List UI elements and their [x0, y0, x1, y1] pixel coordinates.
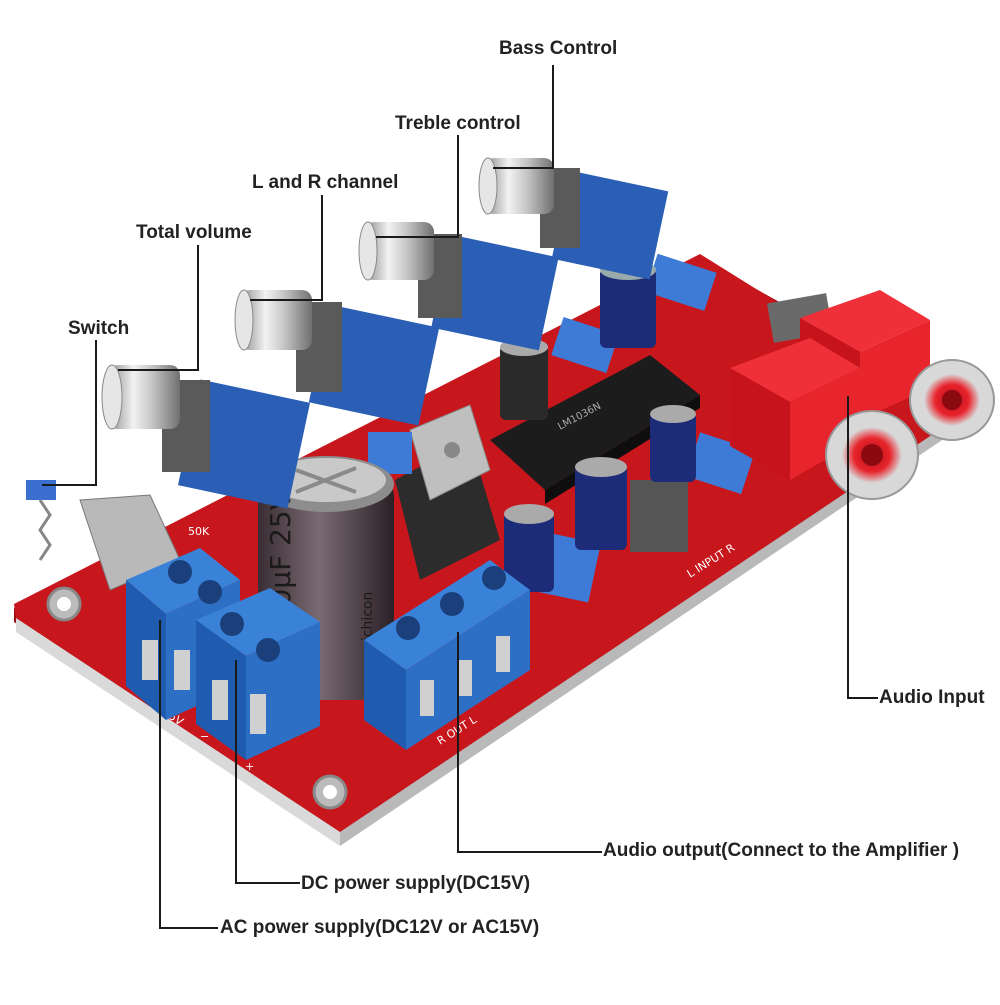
callout-ac-power: AC power supply(DC12V or AC15V): [220, 917, 540, 938]
callout-audio-output: Audio output(Connect to the Amplifier ): [603, 840, 960, 861]
callout-lr-channel: L and R channel: [252, 172, 399, 193]
leader-dc-power: [235, 660, 300, 884]
callout-treble-control: Treble control: [395, 113, 521, 134]
leader-bass: [493, 65, 554, 169]
leader-treble: [376, 135, 459, 238]
film-capacitor: [539, 533, 601, 603]
callout-audio-input: Audio Input: [879, 687, 985, 708]
leader-ac-power: [159, 620, 218, 929]
callout-switch: Switch: [68, 318, 130, 339]
potentiometer-volume: 50K: [101, 364, 311, 538]
pot-value-label: 50K: [188, 525, 210, 538]
leader-balance: [250, 195, 323, 301]
leader-audio-output: [457, 632, 602, 853]
potentiometer-bass: [478, 157, 669, 280]
plus-silk-label: +: [245, 760, 254, 773]
leader-switch: [42, 340, 97, 486]
minus-silk-label: −: [200, 730, 209, 743]
box-capacitor: [630, 480, 688, 552]
potentiometer-balance: [234, 289, 440, 426]
terminal-block-output: [364, 560, 530, 750]
leader-audio-input: [847, 396, 878, 699]
leader-volume: [118, 245, 199, 371]
terminal-block-dc: [196, 588, 320, 760]
callout-dc-power: DC power supply(DC15V): [301, 873, 531, 894]
leader-lines: [42, 65, 878, 929]
voltage-regulator: [395, 404, 500, 580]
callout-bass-control: Bass Control: [499, 38, 618, 59]
callout-total-volume: Total volume: [136, 222, 252, 243]
film-capacitor: [645, 253, 717, 311]
